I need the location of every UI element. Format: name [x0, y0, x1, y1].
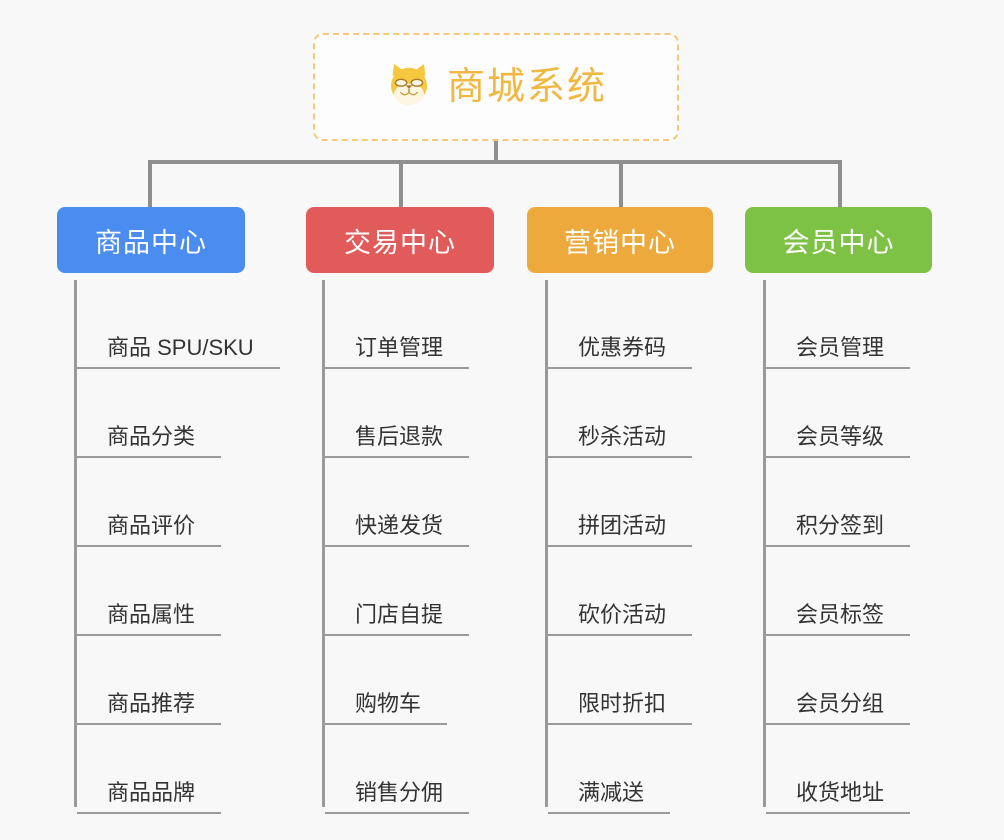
list-item-label: 拼团活动 [578, 512, 667, 538]
list-item-label: 销售分佣 [355, 779, 444, 805]
column-rail-marketing [545, 280, 548, 807]
category-box-product[interactable]: 商品中心 [57, 207, 245, 273]
list-item[interactable]: 售后退款 [325, 369, 470, 458]
list-item-label: 商品推荐 [107, 690, 196, 716]
shiba-dog-icon [385, 61, 433, 114]
list-item[interactable]: 秒杀活动 [548, 369, 693, 458]
list-item-label: 优惠券码 [578, 334, 667, 360]
list-item[interactable]: 满减送 [548, 725, 671, 814]
list-item[interactable]: 商品品牌 [77, 725, 222, 814]
list-item[interactable]: 商品属性 [77, 547, 222, 636]
list-item[interactable]: 积分签到 [766, 458, 911, 547]
connector-horizontal-bar [148, 160, 840, 164]
category-box-member[interactable]: 会员中心 [745, 207, 932, 273]
list-item-label: 门店自提 [355, 601, 444, 627]
list-item[interactable]: 商品推荐 [77, 636, 222, 725]
list-item[interactable]: 商品 SPU/SKU [77, 280, 280, 369]
list-item[interactable]: 限时折扣 [548, 636, 693, 725]
list-item-label: 商品品牌 [107, 779, 196, 805]
list-item-label: 快递发货 [355, 512, 444, 538]
list-item[interactable]: 优惠券码 [548, 280, 693, 369]
list-item[interactable]: 销售分佣 [325, 725, 470, 814]
column-rail-trade [322, 280, 325, 807]
list-item-label: 商品 SPU/SKU [107, 334, 254, 360]
connector-drop-1 [148, 160, 152, 208]
list-item-label: 订单管理 [355, 334, 444, 360]
list-item[interactable]: 门店自提 [325, 547, 470, 636]
list-item-label: 会员管理 [796, 334, 885, 360]
connector-root-stem [494, 141, 498, 163]
list-item[interactable]: 商品分类 [77, 369, 222, 458]
list-item-label: 满减送 [578, 779, 645, 805]
list-item-label: 积分签到 [796, 512, 885, 538]
category-label-marketing: 营销中心 [564, 227, 676, 258]
column-rail-member [763, 280, 766, 807]
root-title: 商城系统 [446, 66, 607, 108]
list-item[interactable]: 收货地址 [766, 725, 911, 814]
list-item-label: 购物车 [355, 690, 422, 716]
category-label-trade: 交易中心 [344, 227, 456, 258]
column-rail-product [74, 280, 77, 807]
list-item-label: 商品评价 [107, 512, 196, 538]
list-item[interactable]: 会员等级 [766, 369, 911, 458]
connector-drop-3 [619, 160, 623, 208]
list-item[interactable]: 砍价活动 [548, 547, 693, 636]
root-node-shop-system[interactable]: 商城系统 [313, 33, 679, 141]
category-box-trade[interactable]: 交易中心 [306, 207, 494, 273]
connector-drop-2 [399, 160, 403, 208]
list-item-label: 限时折扣 [578, 690, 667, 716]
list-item[interactable]: 会员分组 [766, 636, 911, 725]
list-item[interactable]: 快递发货 [325, 458, 470, 547]
list-item-label: 会员等级 [796, 423, 885, 449]
list-item[interactable]: 会员管理 [766, 280, 911, 369]
list-item[interactable]: 会员标签 [766, 547, 911, 636]
list-item[interactable]: 购物车 [325, 636, 448, 725]
list-item[interactable]: 商品评价 [77, 458, 222, 547]
category-label-member: 会员中心 [782, 227, 895, 258]
list-item-label: 砍价活动 [578, 601, 667, 627]
list-item-label: 秒杀活动 [578, 423, 667, 449]
list-item-label: 收货地址 [796, 779, 885, 805]
connector-drop-4 [838, 160, 842, 208]
list-item-label: 会员分组 [796, 690, 885, 716]
list-item-label: 商品分类 [107, 423, 196, 449]
list-item[interactable]: 拼团活动 [548, 458, 693, 547]
list-item-label: 商品属性 [107, 601, 196, 627]
category-label-product: 商品中心 [95, 227, 207, 258]
list-item[interactable]: 订单管理 [325, 280, 470, 369]
category-box-marketing[interactable]: 营销中心 [527, 207, 713, 273]
list-item-label: 会员标签 [796, 601, 885, 627]
list-item-label: 售后退款 [355, 423, 444, 449]
